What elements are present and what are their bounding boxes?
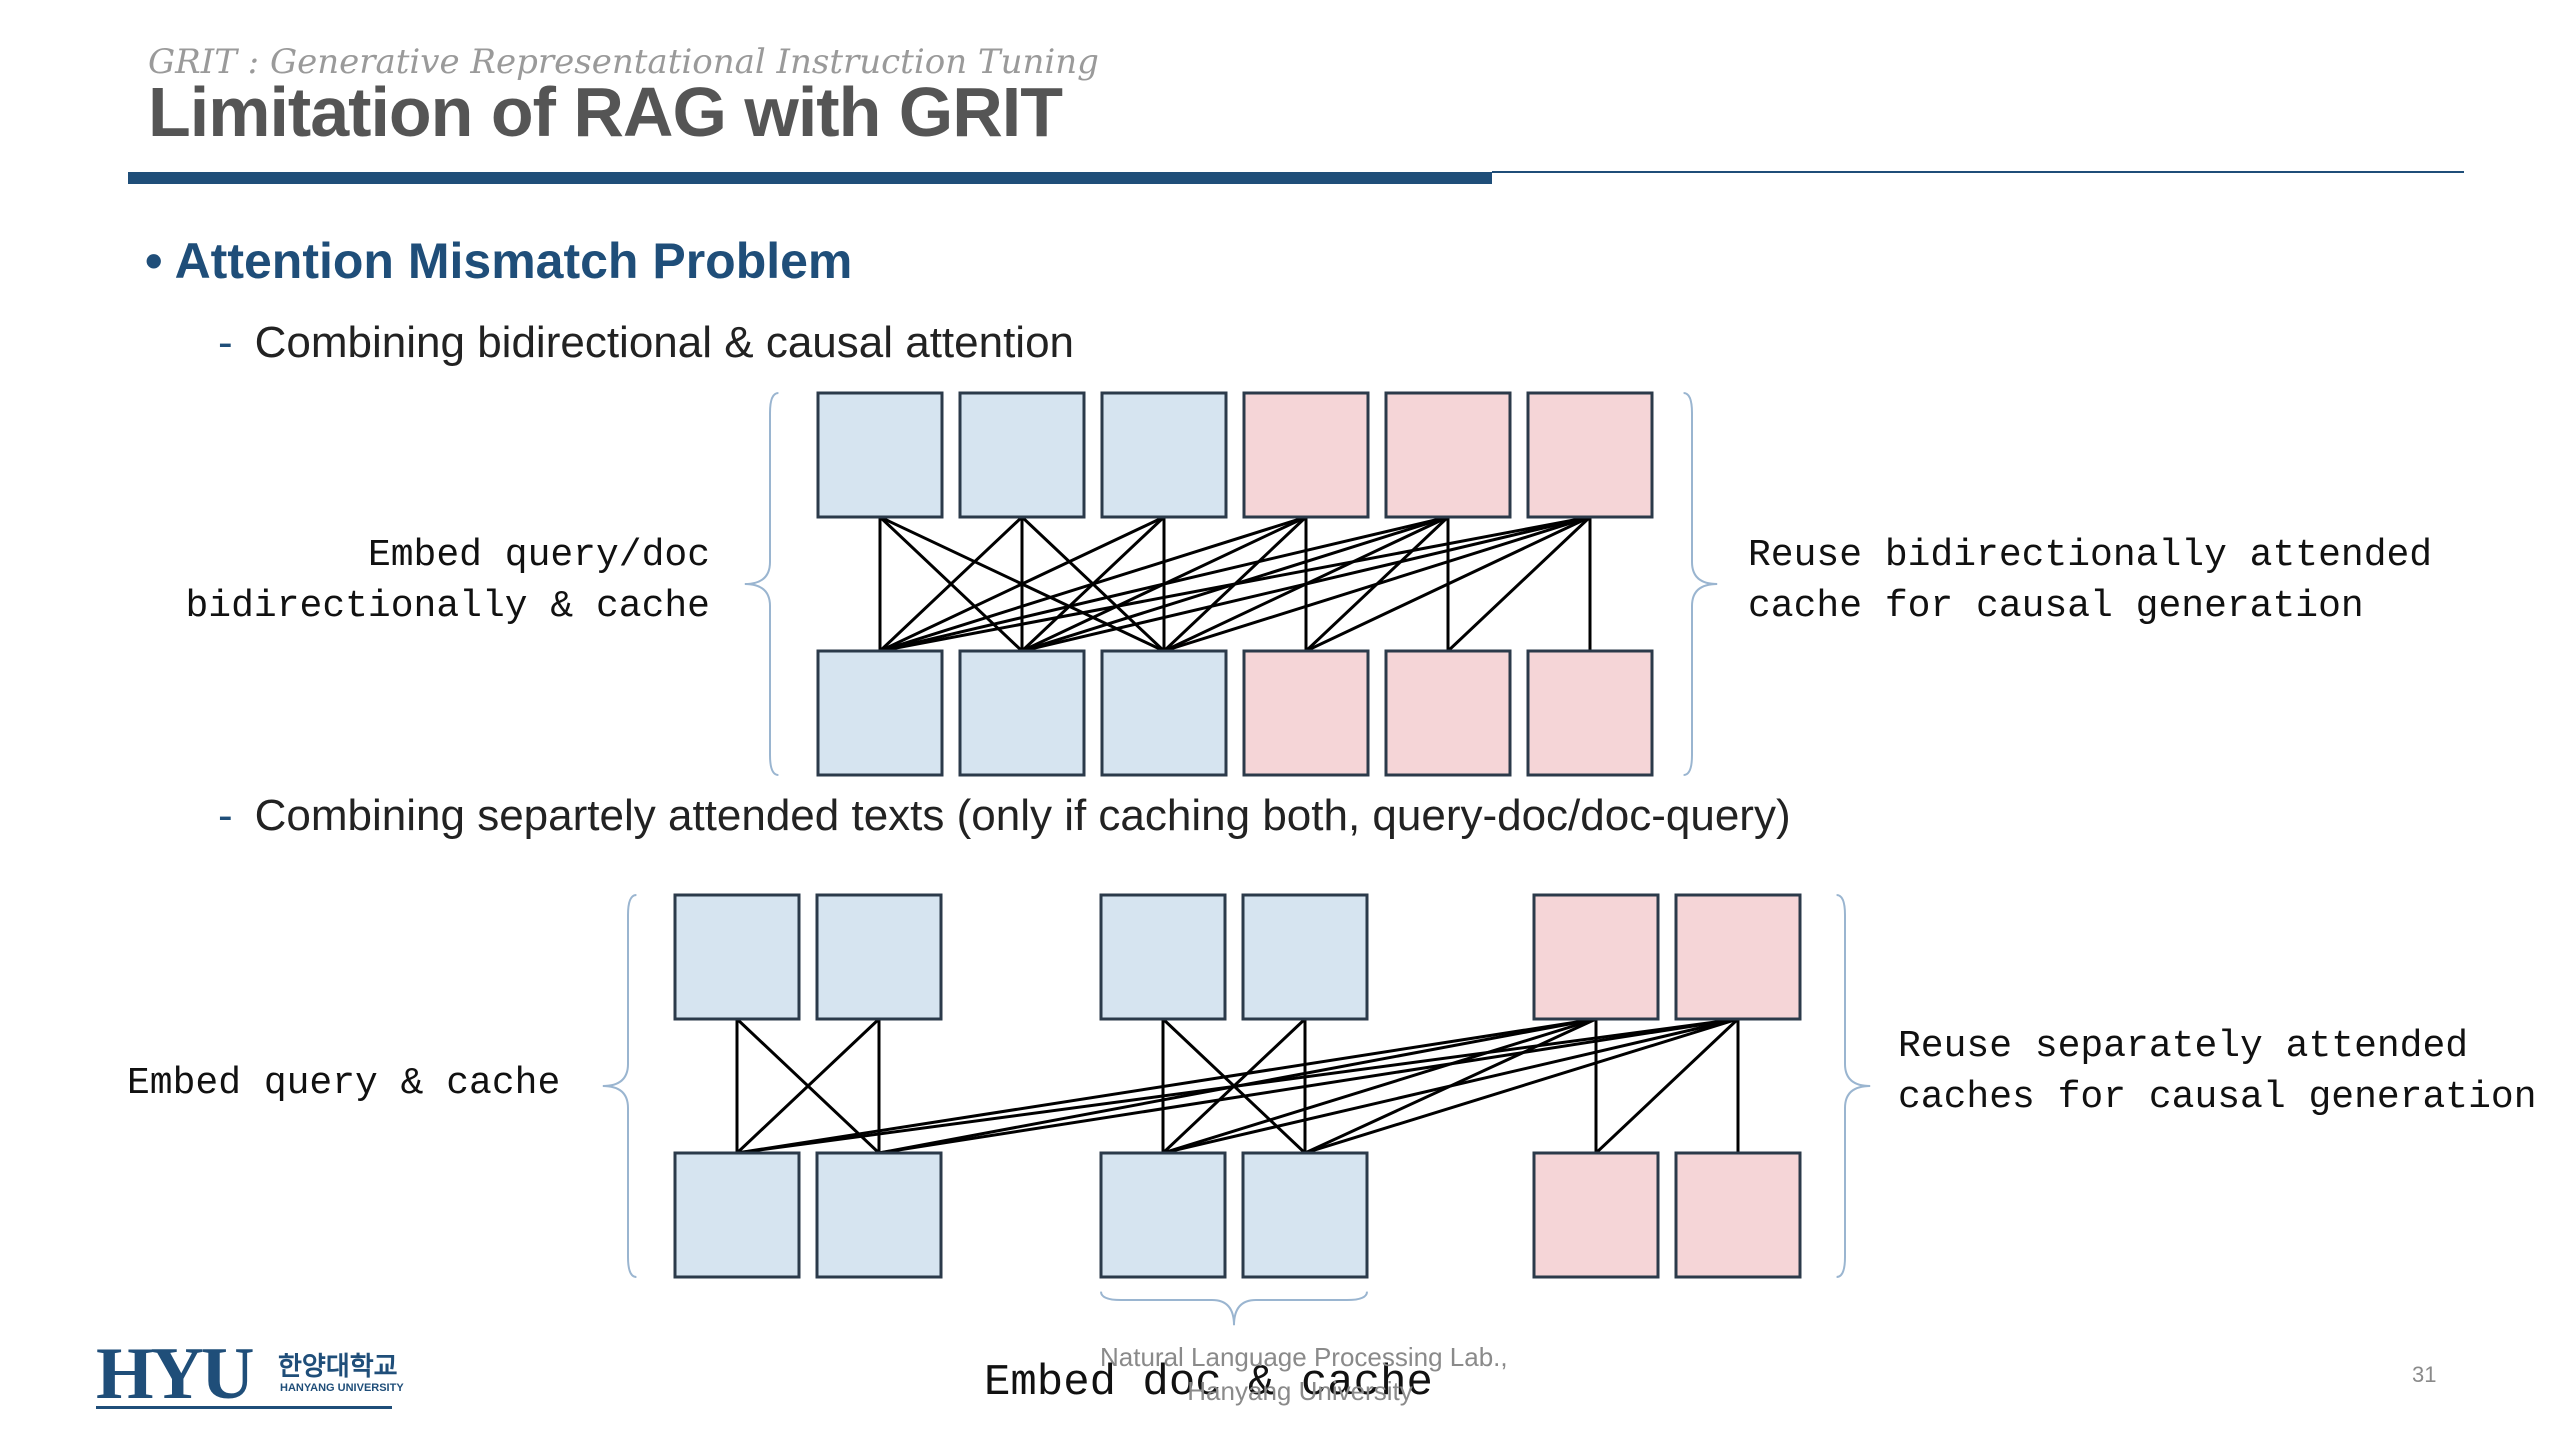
curly-brace xyxy=(1836,894,1871,1278)
sub-bullet-1-text: Combining bidirectional & causal attenti… xyxy=(254,318,1075,367)
attention-line xyxy=(1162,515,1592,653)
query-doc-token-box xyxy=(958,649,1086,777)
bullet-heading: • Attention Mismatch Problem xyxy=(145,232,852,290)
attention-line xyxy=(878,515,1450,653)
diagram2-braces xyxy=(602,894,1871,1326)
diagram1-token-boxes xyxy=(816,391,1654,777)
generation-token-box xyxy=(1674,1151,1802,1279)
attention-line xyxy=(735,1017,881,1155)
attention-line xyxy=(878,515,1166,653)
attention-line xyxy=(878,515,1592,653)
logo-text: HYU xyxy=(96,1333,254,1415)
attention-line xyxy=(1594,1017,1740,1155)
title-underline-thick xyxy=(128,172,1492,184)
query-doc-token-box xyxy=(815,1151,943,1279)
curly-brace xyxy=(744,392,779,776)
page-number: 31 xyxy=(2412,1362,2437,1387)
attention-line xyxy=(1161,1017,1740,1155)
attention-line xyxy=(878,515,1024,653)
query-doc-token-box xyxy=(1100,391,1228,519)
attention-line xyxy=(877,1017,1740,1155)
logo-underline xyxy=(96,1406,392,1409)
generation-token-box xyxy=(1526,391,1654,519)
generation-token-box xyxy=(1384,649,1512,777)
diagram1-braces xyxy=(744,392,1718,776)
title-underline-thin xyxy=(1492,171,2464,173)
attention-line xyxy=(735,1017,1740,1155)
attention-line xyxy=(735,1017,1598,1155)
attention-line xyxy=(1020,515,1592,653)
generation-token-box xyxy=(1384,391,1512,519)
diagram1-attention-lines xyxy=(878,515,1592,653)
query-doc-token-box xyxy=(1241,893,1369,1021)
sub-bullet-1: -Combining bidirectional & causal attent… xyxy=(218,318,1074,368)
generation-token-box xyxy=(1532,1151,1660,1279)
attention-line xyxy=(878,515,1308,653)
generation-token-box xyxy=(1242,391,1370,519)
slide-title: Limitation of RAG with GRIT xyxy=(148,73,1063,151)
sub-bullet-2-text: Combining separtely attended texts (only… xyxy=(254,791,1791,840)
footer-lab-name: Natural Language Processing Lab., Hanyan… xyxy=(1100,1342,1508,1406)
diagram2-bottom-label: Embed doc & cache xyxy=(984,1358,1433,1408)
bullet-text: Attention Mismatch Problem xyxy=(174,233,853,289)
curly-brace xyxy=(1100,1291,1368,1326)
query-doc-token-box xyxy=(673,1151,801,1279)
curly-brace xyxy=(602,894,637,1278)
generation-token-box xyxy=(1526,649,1654,777)
query-doc-token-box xyxy=(815,893,943,1021)
query-doc-token-box xyxy=(1100,649,1228,777)
generation-token-box xyxy=(1242,649,1370,777)
query-doc-token-box xyxy=(816,391,944,519)
query-doc-token-box xyxy=(1241,1151,1369,1279)
dash-marker: - xyxy=(218,318,233,367)
bullet-marker: • xyxy=(145,233,163,289)
attention-line xyxy=(1303,1017,1740,1155)
attention-line xyxy=(1161,1017,1598,1155)
curly-brace xyxy=(1683,392,1718,776)
generation-token-box xyxy=(1674,893,1802,1021)
sub-bullet-2: -Combining separtely attended texts (onl… xyxy=(218,791,1791,841)
dash-marker: - xyxy=(218,791,233,840)
diagram2-left-label: Embed query & cache xyxy=(127,1062,561,1105)
attention-line xyxy=(1304,515,1592,653)
logo-english: HANYANG UNIVERSITY xyxy=(280,1382,404,1394)
deck-subtitle: GRIT : Generative Representational Instr… xyxy=(148,42,1099,82)
diagram1-right-label: Reuse bidirectionally attended cache for… xyxy=(1748,534,2433,628)
query-doc-token-box xyxy=(1099,893,1227,1021)
diagram2-token-boxes xyxy=(673,893,1802,1279)
logo-korean: 한양대학교 xyxy=(278,1352,398,1382)
diagram2-attention-lines xyxy=(735,1017,1740,1155)
query-doc-token-box xyxy=(673,893,801,1021)
query-doc-token-box xyxy=(816,649,944,777)
attention-line xyxy=(1446,515,1592,653)
diagram2-right-label: Reuse separately attended caches for cau… xyxy=(1898,1025,2537,1119)
query-doc-token-box xyxy=(1099,1151,1227,1279)
generation-token-box xyxy=(1532,893,1660,1021)
diagram1-left-label: Embed query/doc bidirectionally & cache xyxy=(185,534,711,628)
query-doc-token-box xyxy=(958,391,1086,519)
